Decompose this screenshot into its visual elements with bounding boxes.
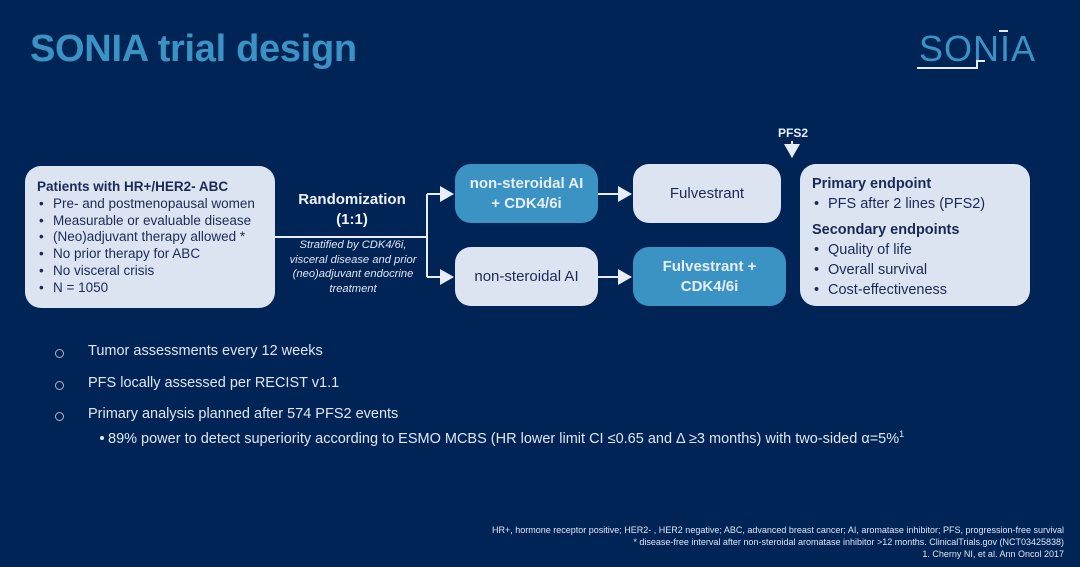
arm1-second-line-box: Fulvestrant	[633, 164, 781, 223]
circle-bullet-icon	[55, 380, 64, 390]
arm1-first-line-text: non-steroidal AI	[469, 174, 584, 192]
primary-endpoint-heading: Primary endpoint	[812, 176, 932, 192]
endpoint-item: Quality of life	[812, 240, 1018, 260]
sonia-logo: SONIA	[915, 28, 1040, 76]
randomization-title: Randomization	[298, 191, 406, 208]
note-sub-text: 89% power to detect superiority accordin…	[108, 430, 900, 447]
arm2-second-line-box: Fulvestrant + CDK4/6i	[633, 247, 786, 306]
note-item: PFS locally assessed per RECIST v1.1	[55, 375, 904, 407]
stratification-text: Stratified by CDK4/6i, visceral disease …	[282, 238, 424, 296]
criteria-item: (Neo)adjuvant therapy allowed *	[37, 229, 263, 246]
randomization-ratio: (1:1)	[336, 211, 368, 228]
stratification-line: visceral disease and prior	[289, 253, 417, 266]
criteria-item: Measurable or evaluable disease	[37, 213, 263, 230]
circle-bullet-icon	[55, 349, 64, 358]
note-item: Tumor assessments every 12 weeks	[55, 343, 904, 375]
criteria-item: No visceral crisis	[37, 263, 263, 280]
arm2-first-line-box: non-steroidal AI	[455, 247, 598, 306]
note-sub-item: 89% power to detect superiority accordin…	[55, 429, 904, 447]
patients-criteria-list: Pre- and postmenopausal women Measurable…	[37, 196, 263, 297]
criteria-item: No prior therapy for ABC	[37, 246, 263, 263]
patients-box: Patients with HR+/HER2- ABC Pre- and pos…	[25, 166, 275, 308]
circle-bullet-icon	[55, 412, 64, 421]
secondary-endpoints-list: Quality of life Overall survival Cost-ef…	[812, 240, 1018, 300]
pfs2-marker-label: PFS2	[778, 126, 809, 140]
bullet-dot-icon	[100, 436, 104, 440]
slide-title: SONIA trial design	[30, 28, 357, 70]
patients-heading: Patients with HR+/HER2- ABC	[37, 179, 229, 194]
criteria-item: Pre- and postmenopausal women	[37, 196, 263, 213]
arm2-first-line-text: non-steroidal AI	[474, 268, 579, 285]
criteria-item: N = 1050	[37, 280, 263, 297]
logo-underline-icon	[917, 30, 1008, 69]
note-item: Primary analysis planned after 574 PFS2 …	[55, 406, 904, 429]
endpoints-box: Primary endpoint PFS after 2 lines (PFS2…	[800, 164, 1030, 306]
randomization-label: Randomization (1:1)	[282, 190, 422, 230]
arm2-second-line-text: Fulvestrant +	[662, 257, 757, 275]
stratification-line: Stratified by CDK4/6i,	[299, 239, 407, 251]
arm1-first-line-box: non-steroidal AI + CDK4/6i	[455, 164, 598, 223]
footnotes: HR+, hormone receptor positive; HER2- , …	[492, 524, 1064, 560]
primary-endpoint-list: PFS after 2 lines (PFS2)	[812, 194, 1018, 214]
arm2-second-line-text: CDK4/6i	[680, 277, 739, 295]
note-text: Tumor assessments every 12 weeks	[88, 343, 323, 359]
footnote-abbreviations: HR+, hormone receptor positive; HER2- , …	[491, 525, 1064, 535]
footnote-asterisk: * disease-free interval after non-steroi…	[633, 537, 1064, 547]
endpoint-item: PFS after 2 lines (PFS2)	[812, 194, 1018, 214]
endpoint-item: Overall survival	[812, 260, 1018, 280]
stratification-line: (neo)adjuvant endocrine	[292, 268, 414, 280]
secondary-endpoints-heading: Secondary endpoints	[812, 222, 960, 238]
design-notes-list: Tumor assessments every 12 weeks PFS loc…	[55, 343, 904, 447]
arm1-first-line-text: + CDK4/6i	[491, 194, 562, 212]
note-text: PFS locally assessed per RECIST v1.1	[88, 374, 340, 391]
stratification-line: treatment	[329, 282, 377, 295]
note-text: Primary analysis planned after 574 PFS2 …	[88, 406, 399, 422]
footnote-reference: 1. Cherny NI, et al. Ann Oncol 2017	[922, 549, 1064, 559]
arm1-second-line-text: Fulvestrant	[669, 185, 745, 202]
endpoint-item: Cost-effectiveness	[812, 280, 1018, 300]
reference-superscript: 1	[899, 429, 905, 439]
